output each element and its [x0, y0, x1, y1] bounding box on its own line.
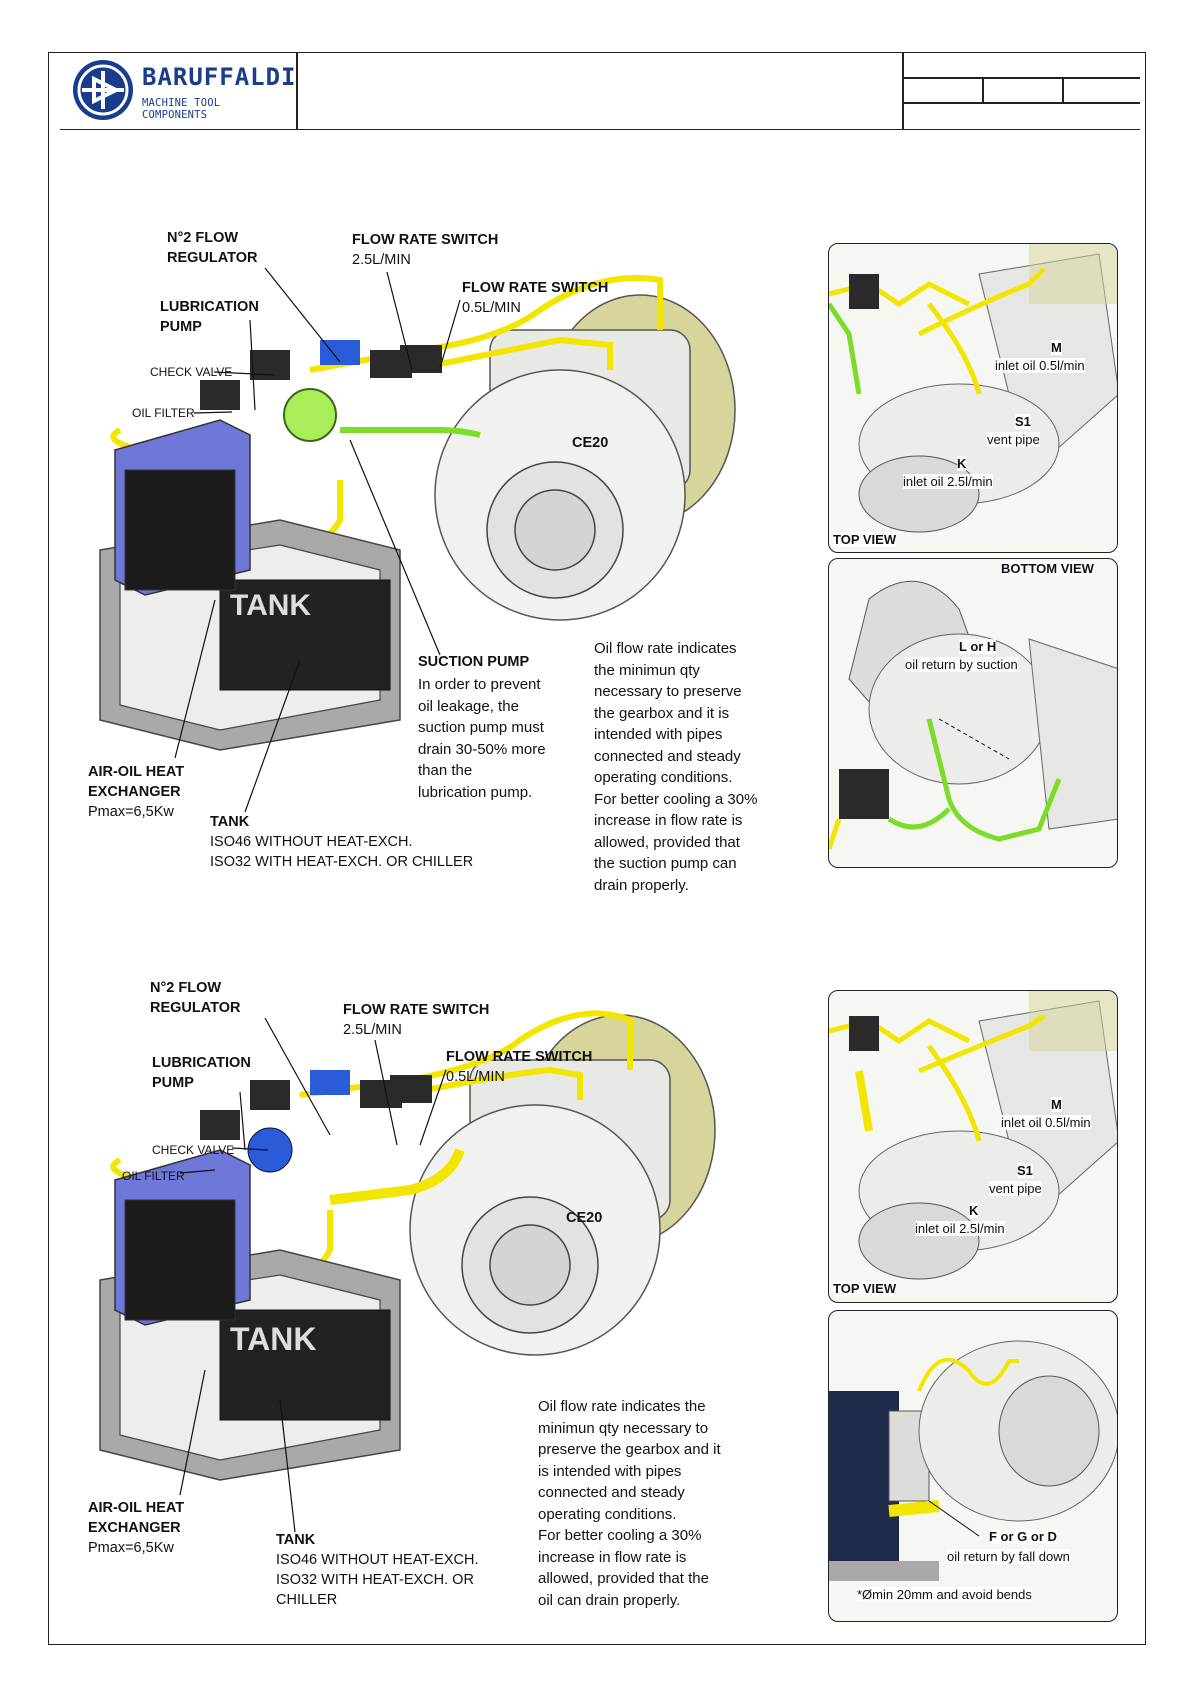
top-view-2-s1: S1 — [1017, 1163, 1033, 1178]
bottom-system-illustration: TANK — [99, 1010, 716, 1481]
motor-label-bottom: CE20 — [566, 1210, 603, 1226]
top-view-2-m-text: inlet oil 0.5l/min — [1001, 1115, 1091, 1130]
flow-note-bottom: Oil flow rate indicates the minimun qty … — [538, 1398, 721, 1609]
bottom-view-lh-text: oil return by suction — [905, 657, 1018, 672]
top-view-1-caption: TOP VIEW — [833, 532, 897, 547]
oil-filter-label-top: OIL FILTER — [132, 406, 195, 420]
bottom-view-caption: BOTTOM VIEW — [1001, 561, 1094, 576]
tank-word-bottom: TANK — [230, 1321, 317, 1357]
top-view-1-m: M — [1051, 340, 1062, 355]
top-view-2-panel: TOP VIEW M inlet oil 0.5l/min S1 vent pi… — [828, 990, 1118, 1303]
top-view-1-panel: TOP VIEW M inlet oil 0.5l/min S1 vent pi… — [828, 243, 1118, 553]
motor-label-top: CE20 — [572, 435, 609, 451]
top-view-1-k: K — [957, 456, 967, 471]
check-valve-label-top: CHECK VALVE — [150, 365, 233, 379]
top-view-2-s1-text: vent pipe — [989, 1181, 1042, 1196]
top-view-2-m: M — [1051, 1097, 1062, 1112]
side-view-fgd-text: oil return by fall down — [947, 1549, 1070, 1564]
top-view-2-k: K — [969, 1203, 979, 1218]
top-view-2-caption: TOP VIEW — [833, 1281, 897, 1296]
brand-tagline: MACHINE TOOL COMPONENTS — [142, 97, 221, 121]
oil-filter-label-bottom: OIL FILTER — [122, 1169, 185, 1183]
logo-emblem-icon — [73, 60, 133, 120]
brand-name: BARUFFALDI — [142, 63, 297, 91]
company-logo: BARUFFALDI MACHINE TOOL COMPONENTS — [70, 57, 296, 123]
bottom-view-lh: L or H — [959, 639, 997, 654]
top-view-1-s1-text: vent pipe — [987, 432, 1040, 447]
page-frame — [48, 52, 1146, 1645]
top-system-illustration: TANK — [99, 275, 736, 751]
bottom-view-panel: BOTTOM VIEW L or H oil return by suction — [828, 558, 1118, 868]
tank-word-top: TANK — [230, 589, 311, 622]
check-valve-label-bottom: CHECK VALVE — [152, 1143, 235, 1157]
side-view-illustration — [829, 1340, 1117, 1581]
top-view-1-m-text: inlet oil 0.5l/min — [995, 358, 1085, 373]
top-view-2-illustration — [829, 991, 1117, 1280]
suction-pump-text: In order to prevent oil leakage, the suc… — [418, 676, 546, 801]
flow-note-top: Oil flow rate indicates the minimun qty … — [594, 640, 758, 894]
top-view-1-s1: S1 — [1015, 414, 1031, 429]
title-block — [60, 52, 1140, 130]
side-view-panel: F or G or D oil return by fall down *Ømi… — [828, 1310, 1118, 1622]
top-view-2-k-text: inlet oil 2.5l/min — [915, 1221, 1005, 1236]
top-view-1-k-text: inlet oil 2.5l/min — [903, 474, 993, 489]
side-view-note: *Ømin 20mm and avoid bends — [857, 1587, 1032, 1602]
side-view-fgd: F or G or D — [989, 1529, 1057, 1544]
suction-pump-title: SUCTION PUMP — [418, 654, 530, 670]
